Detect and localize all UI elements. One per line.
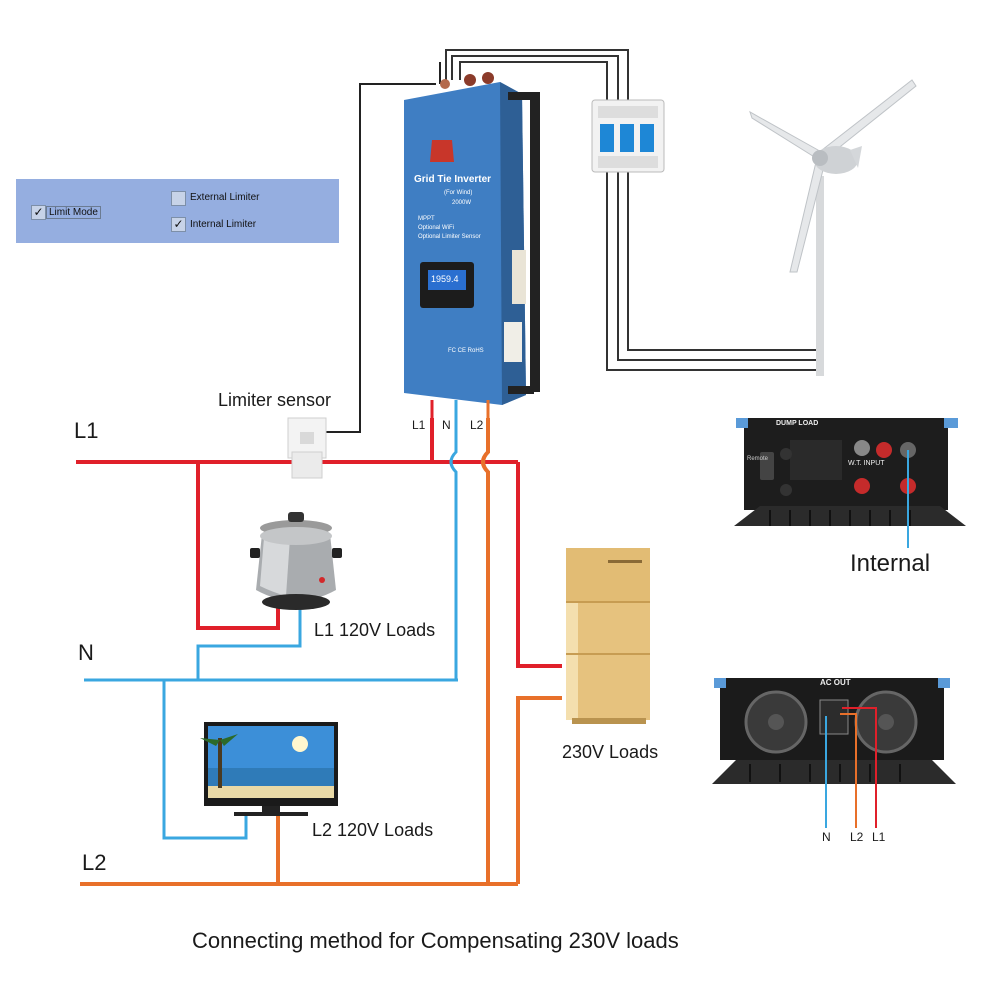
inverter-title: Grid Tie Inverter xyxy=(414,174,492,185)
inverter-subtitle: (For Wind) xyxy=(444,190,473,196)
internal-limiter-checkbox[interactable]: ✓ xyxy=(171,217,186,232)
inverter-ac-out-panel xyxy=(712,678,956,828)
turbine-wires xyxy=(445,49,818,371)
inverter-cert: FC CE RoHS xyxy=(448,348,484,354)
l1-loads-label: L1 120V Loads xyxy=(314,620,436,640)
limiter-settings-panel: ✓ Limit Mode External Limiter ✓ Internal… xyxy=(16,179,339,243)
wind-turbine xyxy=(749,79,917,376)
rice-cooker xyxy=(250,512,342,610)
refrigerator xyxy=(566,548,650,724)
television xyxy=(200,722,338,816)
wt-input-label: W.T. INPUT xyxy=(848,460,885,467)
external-limiter-checkbox[interactable] xyxy=(171,191,186,206)
internal-label: Internal xyxy=(850,550,931,577)
n-wiring xyxy=(84,418,458,840)
diagram-caption: Connecting method for Compensating 230V … xyxy=(192,928,679,953)
inverter-feature-limiter: Optional Limiter Sensor xyxy=(418,234,481,240)
dump-load-label: DUMP LOAD xyxy=(776,420,819,427)
circuit-breaker xyxy=(591,99,665,173)
internal-limiter-label: Internal Limiter xyxy=(190,219,257,230)
terminal-n-label: N xyxy=(442,418,451,432)
grid-tie-inverter xyxy=(404,72,540,418)
brand-logo xyxy=(430,140,454,162)
ac-out-label: AC OUT xyxy=(820,678,851,687)
limit-mode-checkbox[interactable]: ✓ xyxy=(31,205,46,220)
remote-label: Remote xyxy=(747,456,769,462)
terminal-l1-label: L1 xyxy=(412,418,426,432)
terminal-l2-label: L2 xyxy=(470,418,484,432)
limiter-sensor-label: Limiter sensor xyxy=(218,390,332,410)
inverter-feature-mppt: MPPT xyxy=(418,216,435,222)
sensor-wire xyxy=(320,62,441,433)
inverter-input-panel xyxy=(734,418,966,548)
loads-230v-label: 230V Loads xyxy=(562,742,659,762)
ac-out-n-label: N xyxy=(822,830,831,844)
limit-mode-label: Limit Mode xyxy=(46,206,101,219)
inverter-feature-wifi: Optional WiFi xyxy=(418,225,455,231)
external-limiter-label: External Limiter xyxy=(190,192,260,203)
inverter-power: 2000W xyxy=(452,200,472,206)
ac-out-l1-label: L1 xyxy=(872,830,886,844)
bus-l2-label: L2 xyxy=(82,850,107,875)
bus-n-label: N xyxy=(78,640,94,665)
l2-wiring xyxy=(80,418,562,886)
ac-out-l2-label: L2 xyxy=(850,830,864,844)
limiter-sensor xyxy=(287,417,327,479)
bus-l1-label: L1 xyxy=(74,418,99,443)
inverter-display-value: 1959.4 xyxy=(431,274,459,284)
l2-loads-label: L2 120V Loads xyxy=(312,820,434,840)
